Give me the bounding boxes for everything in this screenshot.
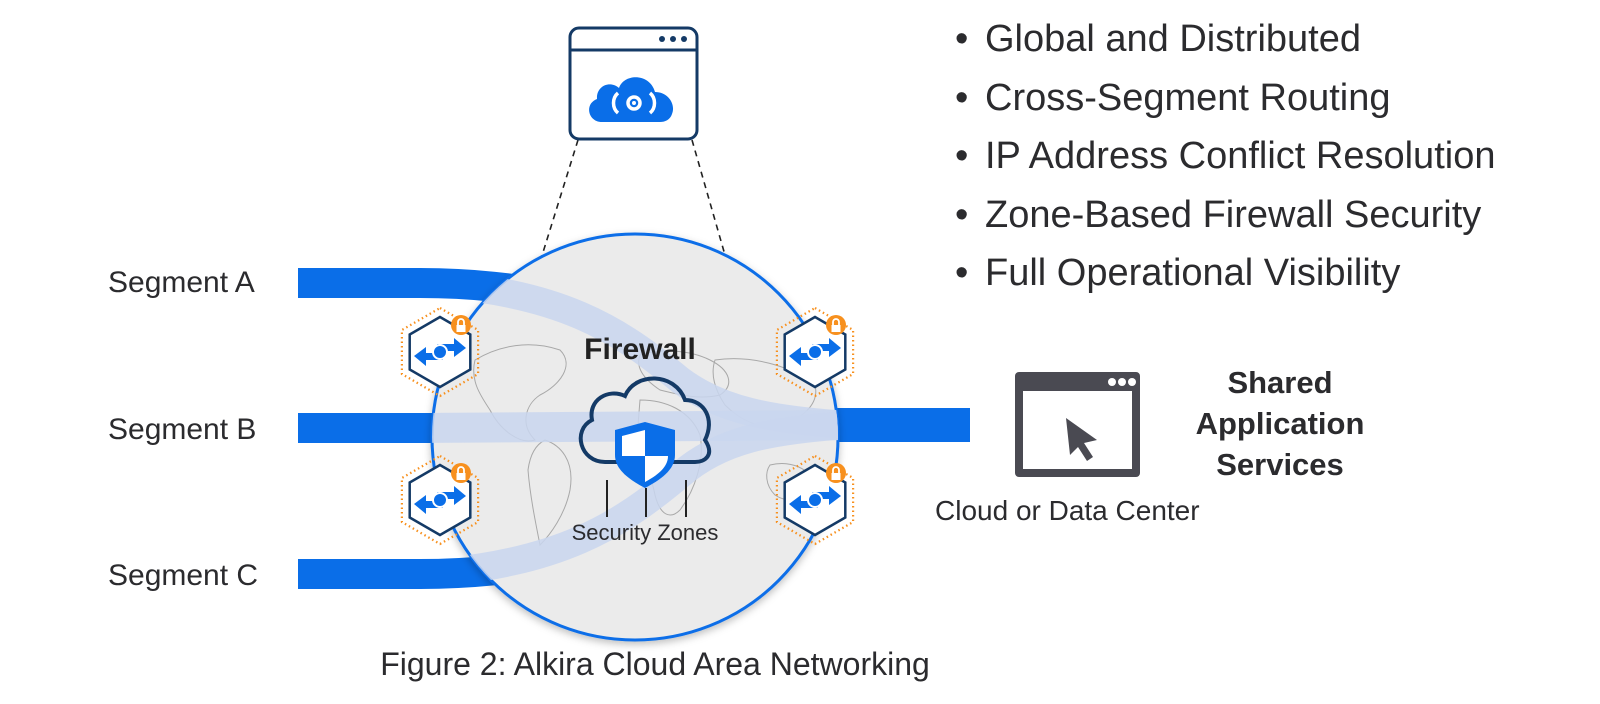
feature-list: •Global and Distributed •Cross-Segment R… bbox=[955, 10, 1495, 303]
feature-item: •Zone-Based Firewall Security bbox=[955, 186, 1495, 245]
firewall-label: Firewall bbox=[584, 333, 696, 366]
lock-icon bbox=[451, 463, 471, 483]
shared-services-title: Shared Application Services bbox=[1195, 365, 1365, 482]
connector-top-right-hexagon-connector-lock-icon bbox=[775, 306, 855, 398]
application-window-cursor-icon bbox=[1015, 372, 1140, 477]
segment-c-label: Segment C bbox=[108, 559, 259, 592]
segment-a-label: Segment A bbox=[108, 266, 255, 299]
figure-caption: Figure 2: Alkira Cloud Area Networking bbox=[380, 646, 930, 682]
gear-icon bbox=[432, 344, 448, 360]
destination-bar bbox=[820, 408, 970, 442]
segment-b-bar bbox=[298, 413, 438, 443]
connector-segment-a-hexagon-connector-lock-icon bbox=[400, 306, 480, 398]
lock-icon bbox=[451, 315, 471, 335]
bullet-icon: • bbox=[955, 135, 969, 177]
gear-icon bbox=[807, 344, 823, 360]
cloud-or-datacenter-label: Cloud or Data Center bbox=[935, 495, 1200, 526]
gear-icon bbox=[432, 492, 448, 508]
cloud-management-window-icon bbox=[568, 26, 699, 141]
segment-b-label: Segment B bbox=[108, 413, 257, 446]
feature-item: •IP Address Conflict Resolution bbox=[955, 127, 1495, 186]
bullet-icon: • bbox=[955, 193, 969, 236]
connector-bottom-right-hexagon-connector-lock-icon bbox=[775, 454, 855, 546]
connector-segment-c-hexagon-connector-lock-icon bbox=[400, 454, 480, 546]
bullet-icon: • bbox=[955, 252, 969, 294]
cloud-shield-firewall-icon bbox=[578, 376, 712, 488]
feature-item: •Cross-Segment Routing bbox=[955, 69, 1495, 128]
feature-item: •Global and Distributed bbox=[955, 10, 1495, 69]
security-zones-label: Security Zones bbox=[571, 520, 719, 545]
security-zone-dividers bbox=[606, 480, 687, 517]
lock-icon bbox=[826, 463, 846, 483]
gear-icon bbox=[807, 492, 823, 508]
bullet-icon: • bbox=[955, 18, 969, 60]
bullet-icon: • bbox=[955, 76, 969, 119]
feature-item: •Full Operational Visibility bbox=[955, 244, 1495, 303]
lock-icon bbox=[826, 315, 846, 335]
